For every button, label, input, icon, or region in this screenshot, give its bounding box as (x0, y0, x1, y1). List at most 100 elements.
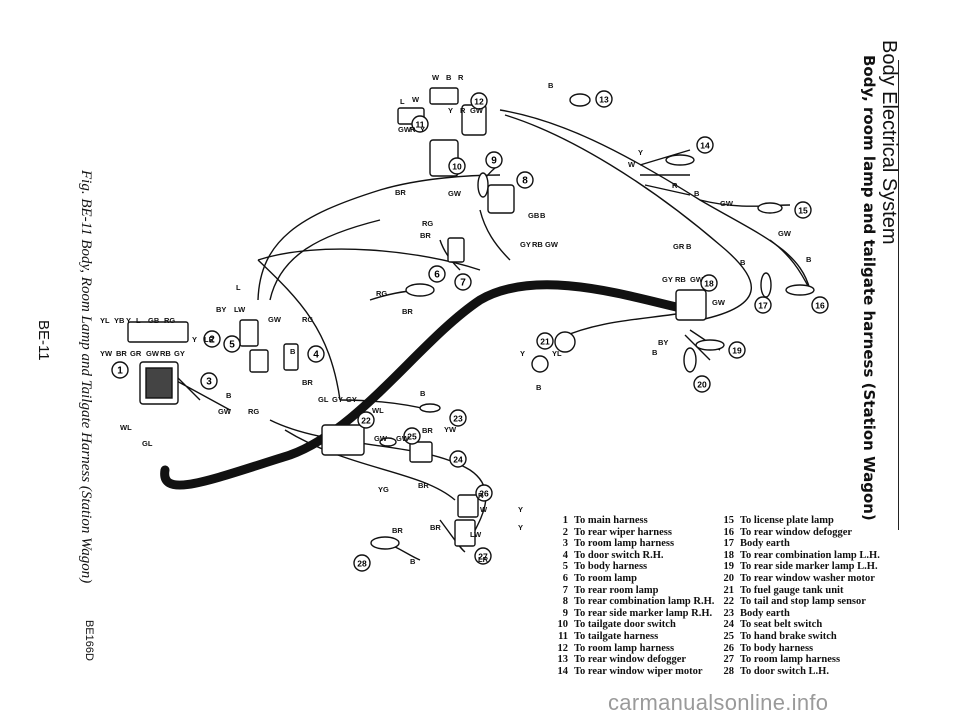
callout-circle (449, 450, 467, 468)
callout-circle (475, 484, 493, 502)
callout-17: 17 (754, 296, 772, 314)
legend-number: 11 (558, 630, 568, 642)
callout-28: 28 (353, 554, 371, 572)
callout-24: 24 (449, 450, 467, 468)
harness-trunk-roof-2 (504, 114, 752, 321)
wire-color-label: RG (376, 289, 387, 298)
connector-19 (695, 339, 725, 351)
callout-circle (357, 411, 375, 429)
wire-color-label: GW (545, 240, 559, 249)
connector-layer (127, 87, 815, 550)
legend-label: To rear combination lamp L.H. (740, 549, 880, 561)
callout-circle (223, 335, 241, 353)
callout-number: 24 (453, 455, 463, 465)
harness-trunk-mid (257, 248, 481, 271)
wire-color-label: YW (100, 349, 113, 358)
callout-number: 26 (479, 489, 489, 499)
callout-11: 11 (411, 115, 429, 133)
wire-color-label: GL (318, 395, 329, 404)
wire-color-label: R (478, 491, 484, 500)
wire-color-label: WL (120, 423, 132, 432)
callout-16: 16 (811, 296, 829, 314)
callout-number: 19 (732, 346, 742, 356)
legend-number: 12 (557, 642, 569, 654)
wire-color-label: GL (142, 439, 153, 448)
wire-color-label: YB (114, 316, 125, 325)
connector-22 (321, 424, 365, 456)
wire-color-label: R (672, 181, 678, 190)
callout-number: 16 (815, 301, 825, 311)
callout-6: 6 (428, 265, 446, 283)
callout-circle (470, 92, 488, 110)
legend-label: Body earth (740, 607, 790, 619)
legend-label: To rear side marker lamp R.H. (574, 607, 713, 619)
wire-color-label: W (432, 73, 440, 82)
legend-number: 24 (723, 619, 735, 631)
wire-color-label: GW (396, 434, 410, 443)
legend-number: 14 (557, 665, 569, 677)
callout-number: 1 (117, 366, 123, 377)
callout-9: 9 (485, 151, 503, 169)
wire-color-label: Y (126, 316, 131, 325)
wire-color-label: GY (662, 275, 673, 284)
connector-14 (665, 154, 695, 166)
callout-19: 19 (728, 341, 746, 359)
wire-color-label: WL (372, 406, 384, 415)
wire-color-label: BY (216, 305, 226, 314)
wire-color-label: L (400, 97, 405, 106)
wire-color-label: B (410, 557, 416, 566)
wire-color-label: RG (302, 315, 313, 324)
wire-color-label: BR (430, 523, 441, 532)
legend-number: 25 (723, 630, 735, 642)
legend-number: 27 (723, 654, 735, 666)
connector-23 (419, 403, 441, 413)
connector-4 (283, 343, 299, 371)
callout-1: 1 (111, 361, 129, 379)
legend-number: 15 (723, 515, 735, 526)
legend-number: 10 (557, 619, 569, 631)
wire-color-label: LR (204, 335, 215, 344)
connector-12-pinout (429, 87, 459, 105)
callout-number: 9 (491, 156, 497, 167)
connector-26 (457, 494, 479, 518)
legend-label: To rear combination lamp R.H. (574, 596, 715, 608)
wire-color-label: GR (673, 242, 685, 251)
harness-trunk-roof (499, 109, 811, 291)
legend-label: To rear room lamp (574, 584, 659, 596)
legend-label: To rear side marker lamp L.H. (740, 561, 878, 573)
wire-color-label: YL (552, 349, 562, 358)
callout-27: 27 (474, 547, 492, 565)
wire-color-label: Y (448, 106, 453, 115)
wire-color-label: GW (470, 106, 484, 115)
callout-5: 5 (223, 335, 241, 353)
callout-26: 26 (475, 484, 493, 502)
wire-color-label: YG (378, 485, 389, 494)
connector-3 (249, 349, 269, 373)
callout-circle (536, 332, 554, 350)
legend-number: 28 (723, 665, 735, 677)
callout-number: 8 (522, 176, 528, 187)
harness-to-left-conn (169, 369, 231, 411)
legend-number: 2 (562, 526, 568, 538)
callout-circle (428, 265, 446, 283)
header-rule (898, 60, 899, 530)
callout-23: 23 (449, 409, 467, 427)
callout-number: 5 (229, 340, 235, 351)
wire-color-label: L (136, 316, 141, 325)
connector-9 (477, 172, 489, 198)
legend-number: 13 (557, 654, 569, 666)
callout-circle (700, 274, 718, 292)
callout-number: 25 (407, 432, 417, 442)
wire-color-label: GW (778, 229, 792, 238)
callout-number: 23 (453, 414, 463, 424)
wire-color-label: R (458, 73, 464, 82)
wire-color-label: W (628, 160, 636, 169)
connector-1-inner (145, 367, 173, 399)
wire-color-label: GY (174, 349, 185, 358)
callout-circle (595, 90, 613, 108)
